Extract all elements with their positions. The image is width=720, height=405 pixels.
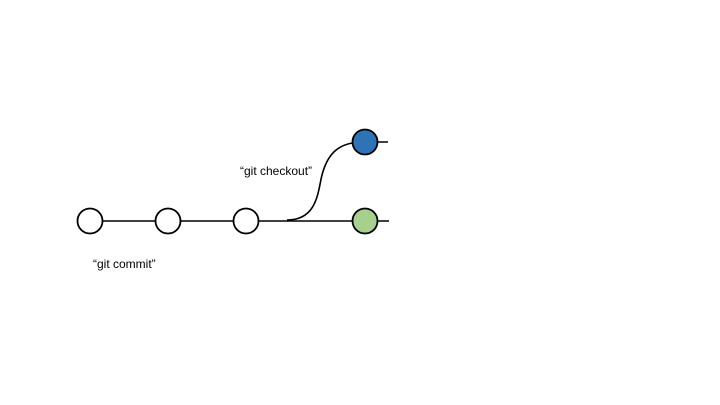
commit-node-1 [76, 207, 104, 235]
git-checkout-label: “git checkout” [240, 164, 313, 178]
branch-curve [286, 141, 388, 221]
branch-node-green [351, 207, 379, 235]
commit-node-3 [232, 207, 260, 235]
commit-node-2 [154, 207, 182, 235]
git-commit-label: “git commit” [93, 257, 156, 271]
branch-node-blue [351, 128, 379, 156]
